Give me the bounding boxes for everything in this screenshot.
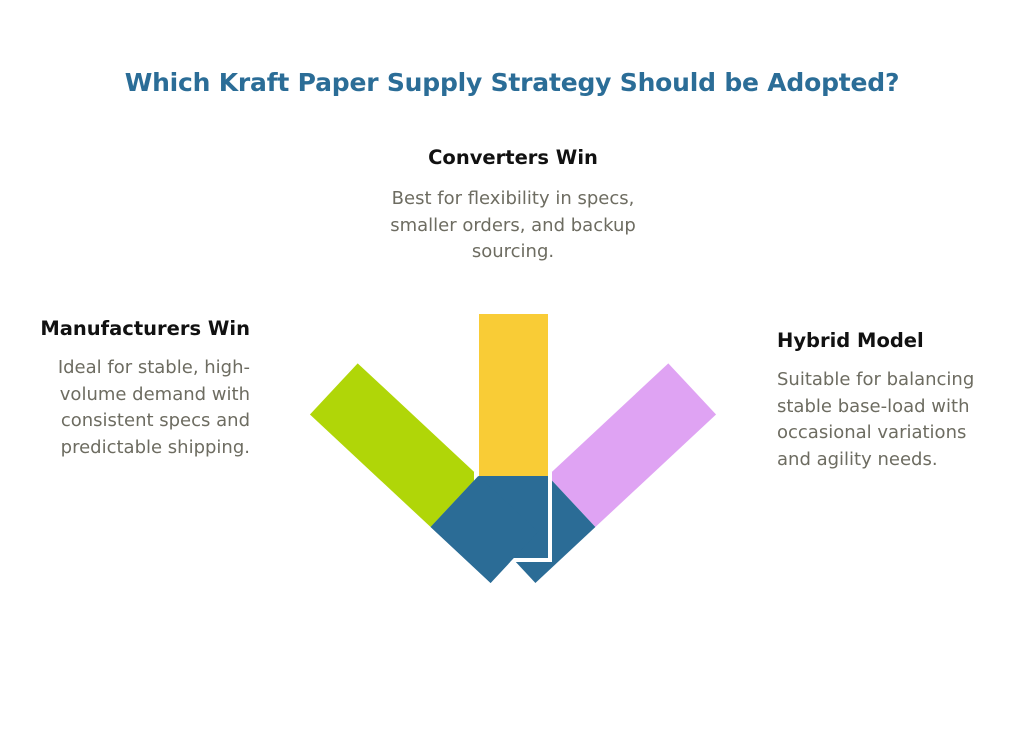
- callout-hybrid: Hybrid Model Suitable for balancing stab…: [777, 328, 989, 473]
- ribbon-manufacturers-base-top: [430, 475, 539, 583]
- ribbon-hybrid-tip: [547, 363, 717, 528]
- callout-hybrid-heading: Hybrid Model: [777, 329, 924, 352]
- callout-converters-heading: Converters Win: [428, 146, 598, 169]
- ribbon-converters: [474, 314, 552, 562]
- ribbon-manufacturers-base-overlay: [430, 475, 539, 583]
- ribbon-manufacturers: [309, 363, 539, 583]
- callout-manufacturers-heading: Manufacturers Win: [40, 317, 250, 340]
- ribbon-manufacturers-base: [430, 475, 539, 583]
- ribbon-hybrid: [487, 363, 717, 583]
- ribbon-hybrid-base: [487, 475, 596, 583]
- ribbon-converters-base-outline: [474, 472, 552, 562]
- ribbon-manufacturers-tip: [309, 363, 479, 528]
- ribbon-converters-tip: [479, 314, 548, 476]
- callout-manufacturers: Manufacturers Win Ideal for stable, high…: [38, 316, 250, 461]
- callout-hybrid-body: Suitable for balancing stable base-load …: [777, 369, 975, 470]
- ribbon-converters-base: [479, 476, 548, 558]
- callout-manufacturers-body: Ideal for stable, high-volume demand wit…: [57, 357, 250, 458]
- page-title: Which Kraft Paper Supply Strategy Should…: [124, 68, 900, 97]
- callout-converters-body: Best for flexibility in specs, smaller o…: [390, 188, 636, 263]
- callout-converters: Converters Win Best for flexibility in s…: [377, 145, 649, 266]
